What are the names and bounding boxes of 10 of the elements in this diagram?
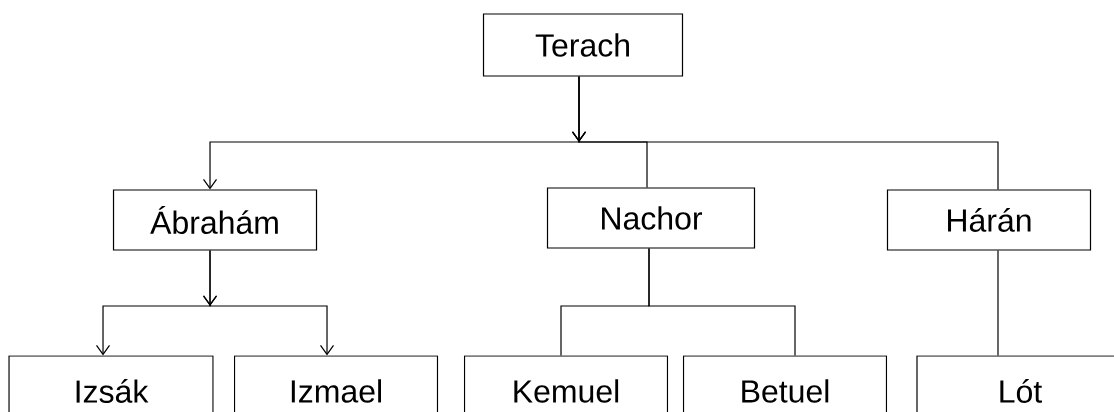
- name-box: Izmael: [233, 355, 439, 412]
- name-box: Terach: [482, 13, 684, 77]
- name-box: Kemuel: [463, 355, 669, 412]
- name-box: Lót: [916, 355, 1114, 412]
- name-box: Hárán: [886, 189, 1092, 251]
- name-box: Betuel: [682, 355, 888, 412]
- name-box: Nachor: [546, 187, 756, 249]
- name-box: Izsák: [8, 355, 214, 412]
- connector-arrow: [202, 250, 335, 356]
- name-box: Ábrahám: [112, 189, 318, 251]
